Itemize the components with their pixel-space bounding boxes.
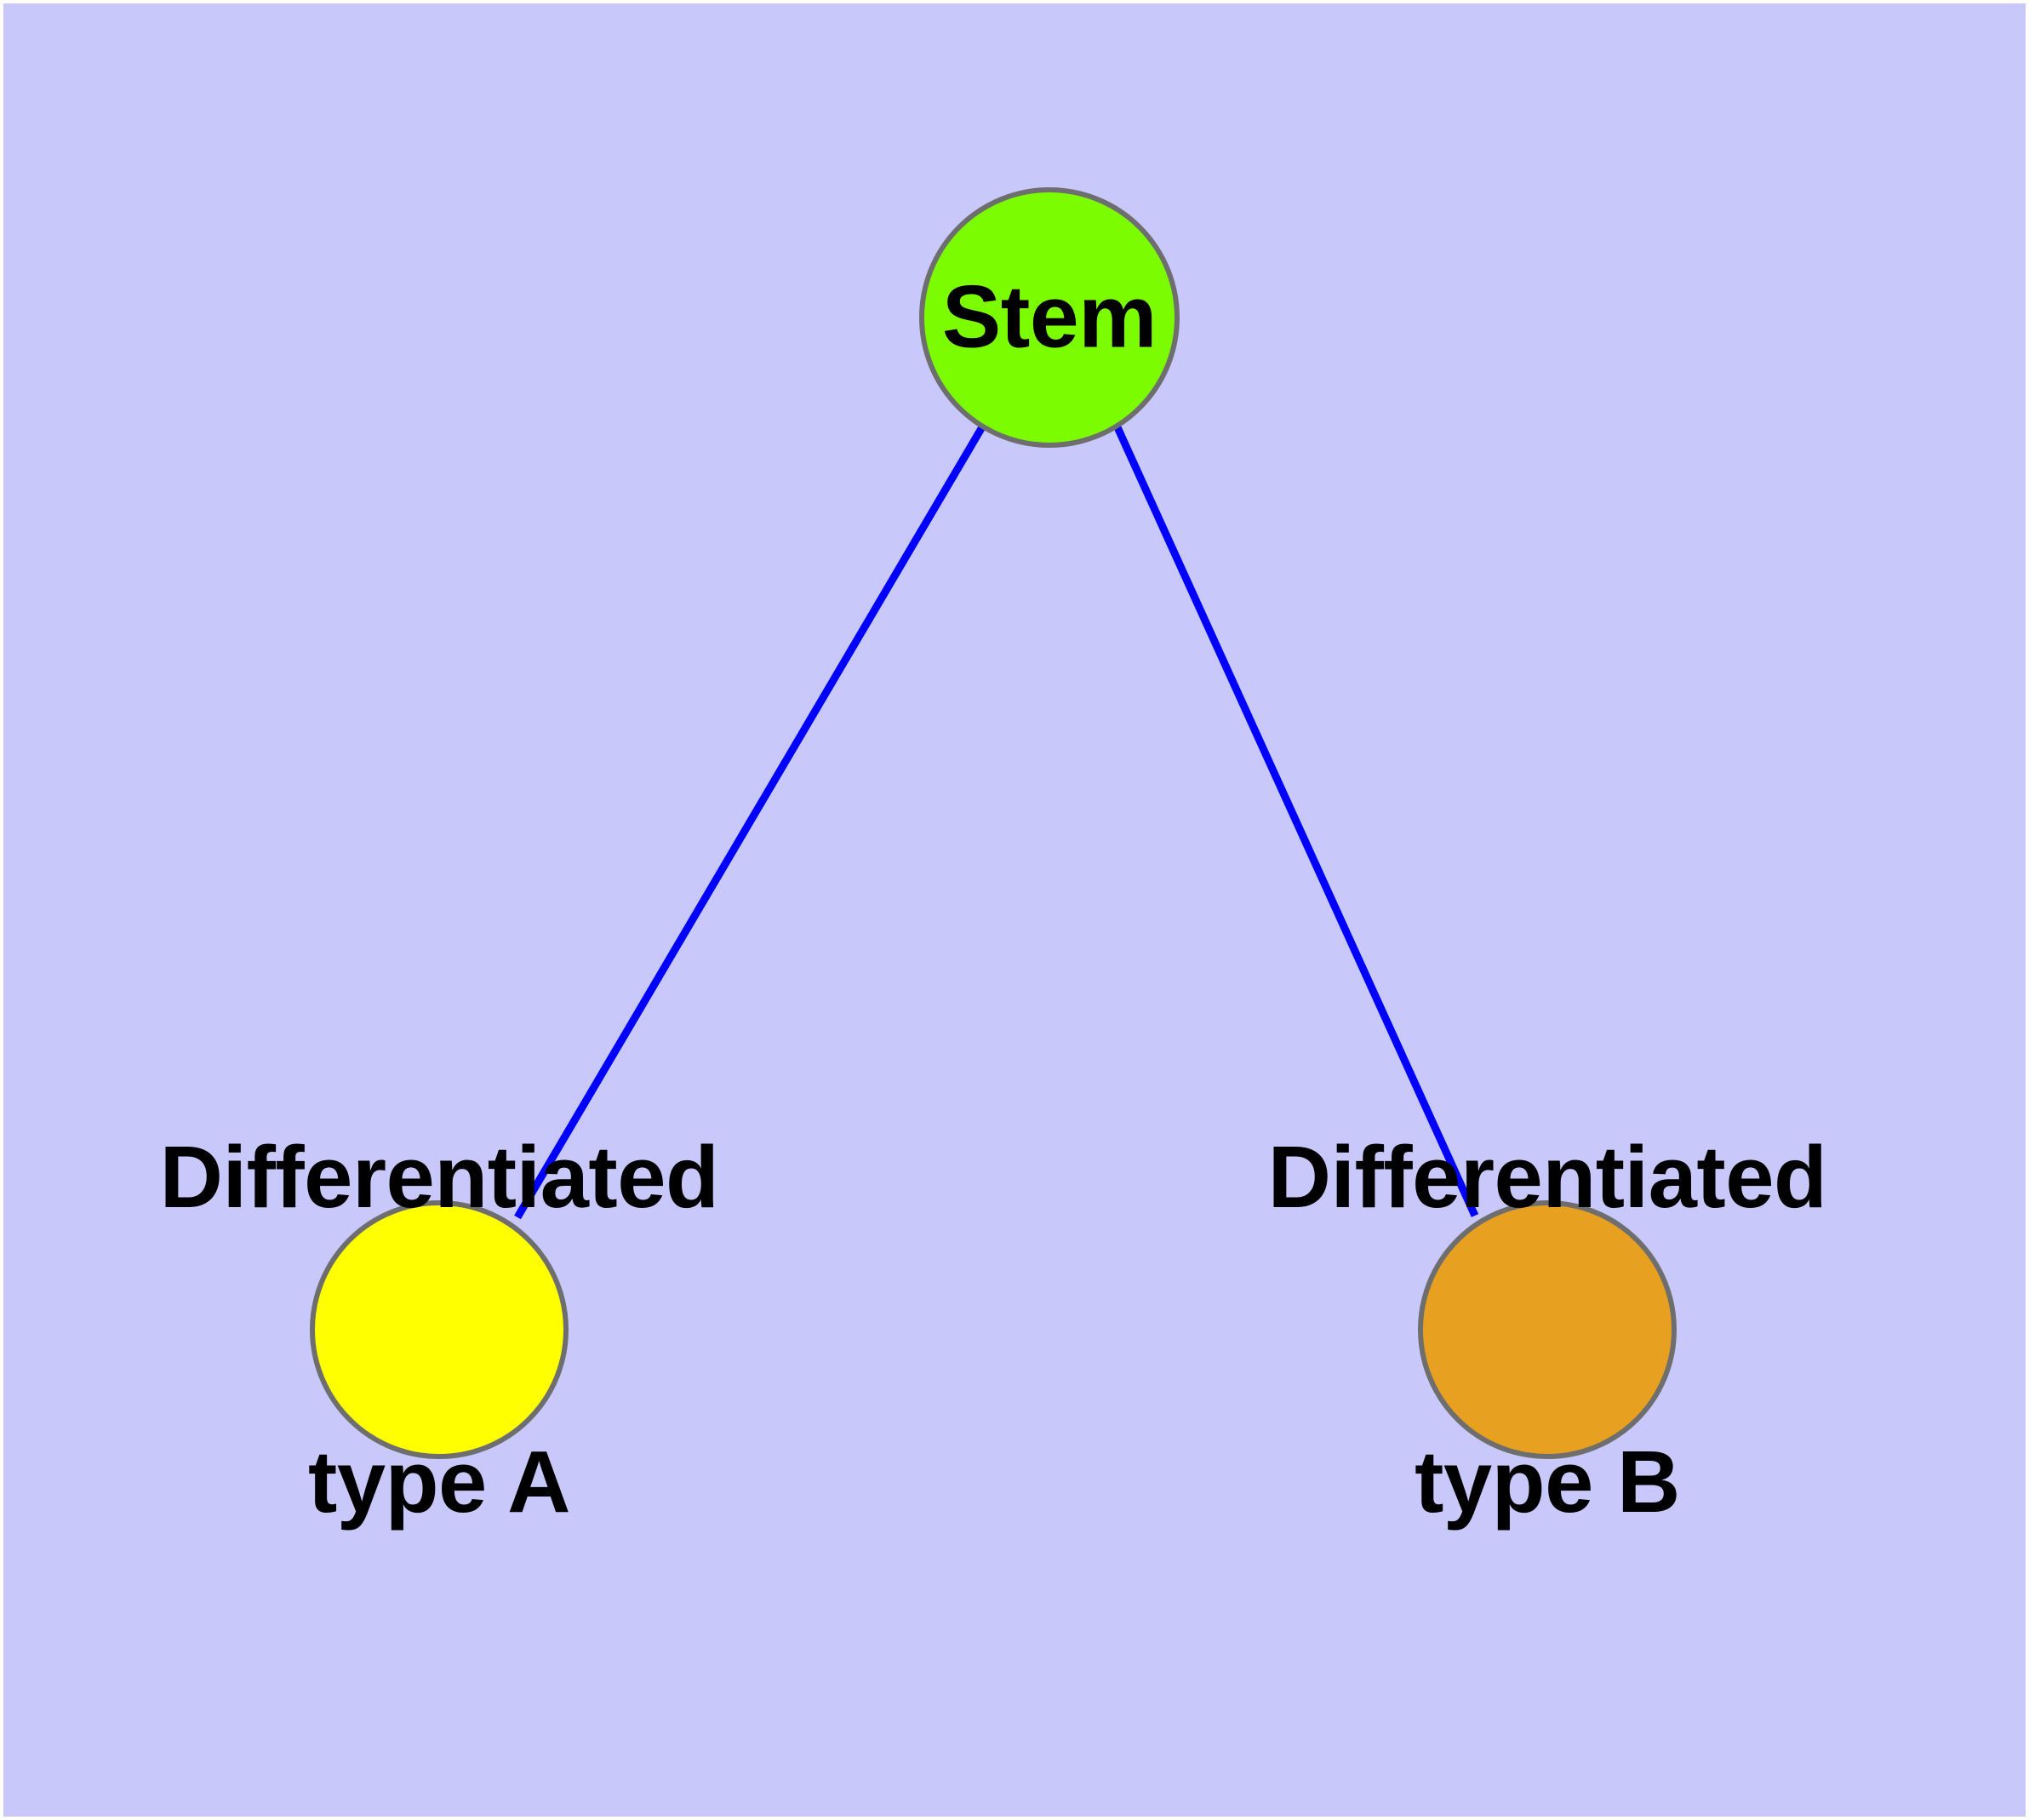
edge-stem-to-diff-b[interactable] xyxy=(1113,426,1479,1217)
node-circle-diff-b[interactable] xyxy=(1418,1200,1677,1459)
edge-stem-to-diff-a[interactable] xyxy=(514,423,986,1220)
node-circle-stem[interactable] xyxy=(919,187,1180,448)
node-layer xyxy=(310,187,1677,1459)
node-circle-diff-a[interactable] xyxy=(310,1200,569,1459)
edge-layer xyxy=(514,423,1479,1220)
